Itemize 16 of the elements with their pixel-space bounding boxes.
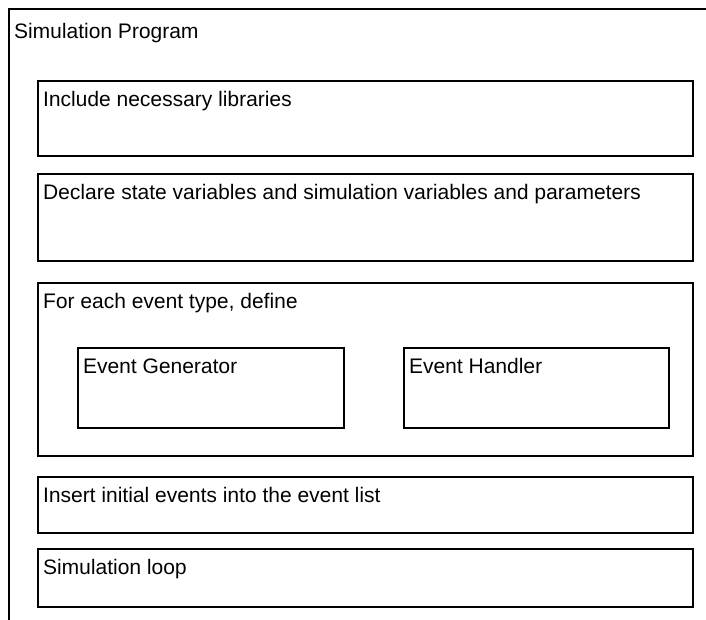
process-box xyxy=(37,80,694,157)
process-box xyxy=(37,548,694,608)
box-title: Event Generator xyxy=(83,354,238,380)
box-title: For each event type, define xyxy=(43,289,298,315)
box-title: Event Handler xyxy=(409,354,544,380)
program-frame xyxy=(8,8,706,620)
box-title: Declare state variables and simulation variables and parameters xyxy=(43,180,642,206)
box-title: Simulation Program xyxy=(14,19,200,45)
process-box xyxy=(403,347,670,429)
process-box xyxy=(77,347,345,429)
box-title: Include necessary libraries xyxy=(43,87,293,113)
process-box xyxy=(37,476,694,534)
group-box xyxy=(37,282,694,457)
box-title: Simulation loop xyxy=(43,555,188,581)
box-title: Insert initial events into the event list xyxy=(43,483,382,509)
process-box xyxy=(37,173,694,262)
